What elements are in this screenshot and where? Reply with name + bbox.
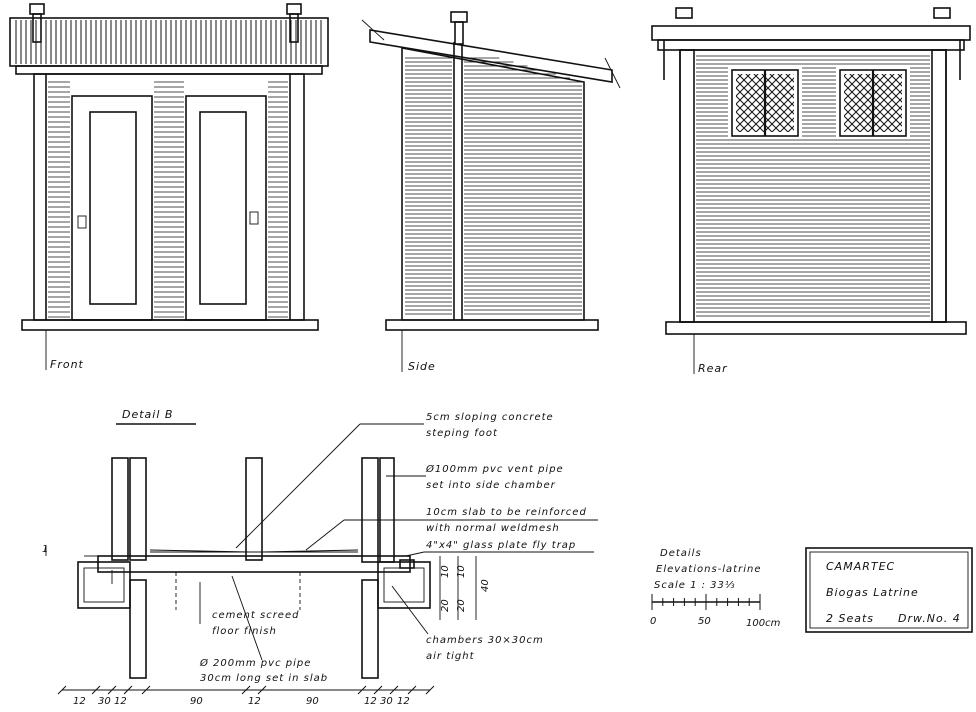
bottom-dim-2: 12 xyxy=(114,696,127,707)
callout-pipe-2: 30cm long set in slab xyxy=(200,673,328,684)
side-wall xyxy=(401,42,585,321)
title-drawing-no: Drw.No. 4 xyxy=(898,612,961,625)
callout-chambers-2: air tight xyxy=(426,651,475,662)
detail-chambers xyxy=(77,559,431,609)
details-scale: Scale 1 : 33⅓ xyxy=(654,580,736,591)
details-block: Details Elevations-latrine Scale 1 : 33⅓… xyxy=(650,548,781,629)
bottom-dim-5: 90 xyxy=(306,696,319,707)
front-label: Front xyxy=(50,358,84,371)
detail-callouts: 5cm sloping concrete steping foot Ø100mm… xyxy=(199,412,587,684)
bottom-dim-1: 30 xyxy=(98,696,111,707)
scale-bar: 0 50 100cm xyxy=(650,594,781,629)
details-line1: Details xyxy=(660,548,702,559)
bottom-dim-3: 90 xyxy=(190,696,203,707)
callout-vent-1: Ø100mm pvc vent pipe xyxy=(425,463,564,475)
bottom-dim-6: 12 xyxy=(364,696,377,707)
callout-pipe-1: Ø 200mm pvc pipe xyxy=(199,657,311,669)
callout-trap: 4"x4" glass plate fly trap xyxy=(426,540,576,551)
rear-window-left xyxy=(731,69,799,137)
rear-elevation: Rear xyxy=(651,7,971,375)
callout-slab-1: 10cm slab to be reinforced xyxy=(426,507,587,518)
callout-slab-2: with normal weldmesh xyxy=(426,523,560,534)
detail-walls xyxy=(111,457,395,679)
vdim-3: 20 xyxy=(456,599,467,612)
callout-step-2: steping foot xyxy=(426,428,498,439)
side-roof xyxy=(361,11,621,89)
side-label: Side xyxy=(408,360,436,373)
rear-label: Rear xyxy=(698,362,728,375)
scale-tick-100: 100cm xyxy=(746,618,781,629)
rear-roof xyxy=(651,7,971,80)
bottom-dim-4: 12 xyxy=(248,696,261,707)
front-vent-caps xyxy=(29,3,302,43)
callout-screed-1: cement screed xyxy=(212,610,299,621)
rear-window-right xyxy=(839,69,907,137)
front-elevation: Front xyxy=(9,3,329,371)
callout-screed-2: floor finish xyxy=(212,626,277,637)
detail-vertical-dims: 10 20 10 20 40 xyxy=(439,556,491,620)
scale-tick-50: 50 xyxy=(698,616,711,627)
front-door-left xyxy=(71,95,153,321)
detail-title: Detail B xyxy=(122,408,173,421)
detail-slab xyxy=(84,549,411,573)
side-elevation: Side xyxy=(361,11,621,373)
front-plinth xyxy=(21,319,319,331)
rear-plinth xyxy=(665,321,967,335)
vdim-4: 40 xyxy=(480,579,491,592)
vdim-1: 20 xyxy=(440,599,451,612)
title-block: CAMARTEC Biogas Latrine 2 Seats Drw.No. … xyxy=(805,547,973,633)
svg-text:1: 1 xyxy=(42,544,48,555)
title-project: Biogas Latrine xyxy=(826,586,919,599)
front-door-right xyxy=(185,95,267,321)
side-plinth xyxy=(385,319,599,331)
title-org: CAMARTEC xyxy=(826,560,895,573)
detail-leaders xyxy=(175,423,598,661)
detail-b-section: Detail B xyxy=(42,408,598,707)
bottom-dim-7: 30 xyxy=(380,696,393,707)
bottom-dim-0: 12 xyxy=(73,696,86,707)
title-seats: 2 Seats xyxy=(826,612,874,625)
front-walls xyxy=(33,73,305,321)
details-line2: Elevations-latrine xyxy=(656,564,761,575)
callout-step-1: 5cm sloping concrete xyxy=(426,412,554,423)
front-roof-fascia xyxy=(9,17,329,75)
vdim-2: 10 xyxy=(456,565,467,578)
callout-vent-2: set into side chamber xyxy=(426,480,556,491)
bottom-dim-8: 12 xyxy=(397,696,410,707)
callout-chambers-1: chambers 30×30cm xyxy=(426,635,544,646)
scale-tick-0: 0 xyxy=(650,616,656,627)
vdim-0: 10 xyxy=(440,565,451,578)
